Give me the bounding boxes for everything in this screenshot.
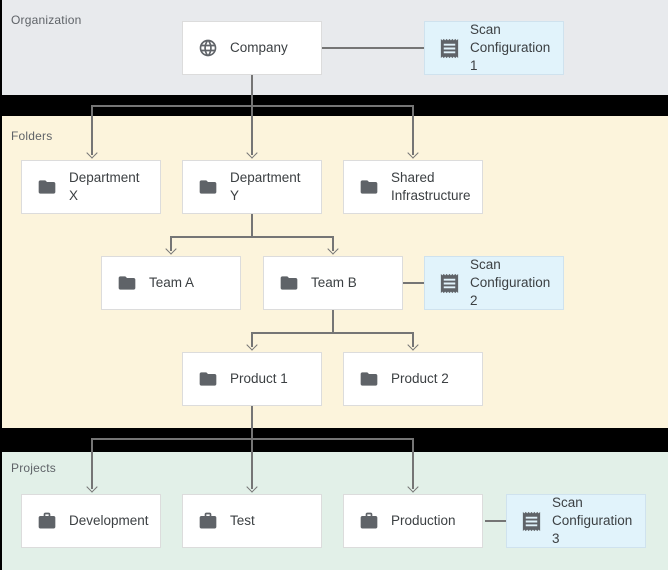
briefcase-icon <box>359 511 379 531</box>
node-label: Shared Infrastructure <box>391 170 471 203</box>
node-shared-infrastructure: Shared Infrastructure <box>343 160 483 214</box>
node-label: Scan Configuration 3 <box>552 495 633 546</box>
connector-branch-teams <box>170 236 333 238</box>
node-production: Production <box>343 494 483 548</box>
node-scan-configuration-1: Scan Configuration 1 <box>424 21 564 75</box>
node-label: Development <box>69 513 149 528</box>
connector-to-team-b <box>332 236 334 251</box>
connector-to-development <box>91 438 93 489</box>
organization-section-label: Organization <box>11 13 82 27</box>
connector-to-product-2 <box>412 332 414 347</box>
node-label: Team A <box>149 275 195 290</box>
folder-icon <box>359 177 379 197</box>
folder-icon <box>198 369 218 389</box>
folder-icon <box>37 177 57 197</box>
folder-icon <box>117 273 137 293</box>
projects-section-label: Projects <box>11 461 56 475</box>
connector-teamb-scan2 <box>403 282 424 284</box>
folder-icon <box>279 273 299 293</box>
node-label: Team B <box>311 275 357 290</box>
node-label: Scan Configuration 2 <box>470 257 551 308</box>
connector-to-product-1 <box>251 332 253 347</box>
left-border <box>0 0 2 570</box>
connector-branch-products <box>251 332 413 334</box>
connector-to-test <box>251 438 253 489</box>
node-team-a: Team A <box>101 256 241 310</box>
connector-company-scan1 <box>322 47 424 49</box>
node-label: Product 2 <box>391 371 449 386</box>
node-label: Company <box>230 40 288 55</box>
connector-to-department-y <box>251 105 253 155</box>
connector-to-department-x <box>91 105 93 155</box>
receipt-icon <box>520 510 543 533</box>
connector-to-shared-infrastructure <box>412 105 414 155</box>
briefcase-icon <box>198 511 218 531</box>
folder-icon <box>198 177 218 197</box>
node-label: Production <box>391 513 456 528</box>
globe-icon <box>198 38 218 58</box>
node-department-x: Department X <box>21 160 161 214</box>
node-label: Product 1 <box>230 371 288 386</box>
folder-icon <box>359 369 379 389</box>
node-company: Company <box>182 21 322 75</box>
node-scan-configuration-3: Scan Configuration 3 <box>506 494 646 548</box>
divider-bar-bottom <box>0 428 668 452</box>
connector-teamb-down <box>332 310 334 332</box>
node-label: Department X <box>69 170 140 203</box>
folders-section-label: Folders <box>11 129 53 143</box>
node-label: Scan Configuration 1 <box>470 22 551 73</box>
node-test: Test <box>182 494 322 548</box>
node-development: Development <box>21 494 161 548</box>
node-scan-configuration-2: Scan Configuration 2 <box>424 256 564 310</box>
connector-depty-down <box>251 214 253 236</box>
connector-company-down <box>251 75 253 105</box>
node-label: Department Y <box>230 170 301 203</box>
connector-product1-down <box>251 406 253 438</box>
connector-to-team-a <box>170 236 172 251</box>
node-product-1: Product 1 <box>182 352 322 406</box>
node-department-y: Department Y <box>182 160 322 214</box>
briefcase-icon <box>37 511 57 531</box>
connector-production-scan3 <box>485 520 506 522</box>
connector-to-production <box>412 438 414 489</box>
receipt-icon <box>438 272 461 295</box>
node-product-2: Product 2 <box>343 352 483 406</box>
node-team-b: Team B <box>263 256 403 310</box>
node-label: Test <box>230 513 255 528</box>
receipt-icon <box>438 37 461 60</box>
